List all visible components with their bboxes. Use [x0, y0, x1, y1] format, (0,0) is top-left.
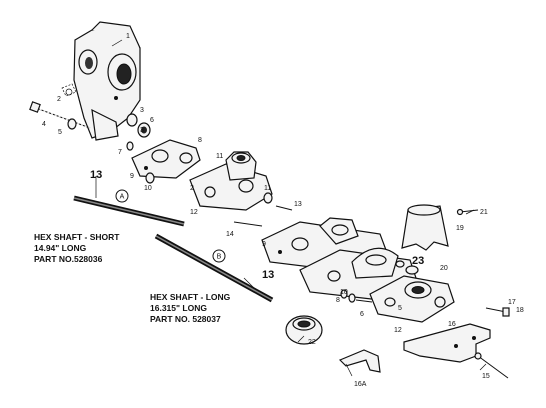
- svg-text:1: 1: [126, 33, 130, 40]
- svg-text:13: 13: [90, 169, 102, 181]
- bearing-10: [145, 172, 155, 184]
- long-shaft-caption: HEX SHAFT - LONG 16.315" LONG PART NO. 5…: [150, 292, 231, 324]
- svg-text:13: 13: [294, 201, 302, 208]
- svg-text:2: 2: [57, 96, 61, 103]
- svg-text:12: 12: [190, 209, 198, 216]
- bolt-4: [29, 101, 91, 129]
- svg-text:11: 11: [264, 185, 271, 192]
- svg-text:10: 10: [340, 289, 348, 296]
- bolt-15: [477, 355, 509, 379]
- hex-shaft-short: [73, 195, 185, 227]
- gear-case-end: [369, 275, 455, 323]
- svg-text:12: 12: [394, 327, 402, 334]
- pin-7: [126, 141, 134, 151]
- svg-text:HEX SHAFT - LONG: HEX SHAFT - LONG: [150, 292, 231, 302]
- shield-19: [401, 204, 449, 251]
- svg-text:14: 14: [226, 231, 234, 238]
- gear-case-segment-2: [189, 151, 273, 211]
- svg-text:6: 6: [150, 117, 154, 124]
- bolt-13c: [275, 205, 293, 211]
- svg-text:HEX SHAFT - SHORT: HEX SHAFT - SHORT: [34, 232, 120, 242]
- svg-text:13: 13: [262, 269, 274, 281]
- svg-text:17: 17: [508, 299, 516, 306]
- svg-text:20: 20: [440, 265, 448, 272]
- svg-text:6: 6: [360, 311, 364, 318]
- svg-text:2: 2: [190, 185, 194, 192]
- washer-8b: [340, 289, 348, 299]
- svg-text:21: 21: [480, 209, 488, 216]
- svg-text:5: 5: [58, 129, 62, 136]
- svg-text:15: 15: [482, 373, 490, 380]
- washer-5: [67, 118, 77, 130]
- seal-3: [126, 113, 138, 127]
- bolt-17: [485, 307, 510, 317]
- washer-10b: [348, 293, 356, 303]
- short-shaft-caption: HEX SHAFT - SHORT 14.94" LONG PART NO.52…: [34, 232, 120, 264]
- marker-b: B: [212, 249, 226, 263]
- svg-text:10: 10: [144, 185, 152, 192]
- mounting-bracket: [403, 323, 491, 363]
- gearbox-housing: [73, 21, 141, 141]
- bearing-20: [405, 265, 419, 275]
- washer-11b: [263, 192, 273, 204]
- leader-lines: [95, 39, 487, 377]
- svg-text:14.94" LONG: 14.94" LONG: [34, 243, 87, 253]
- svg-text:3: 3: [140, 127, 144, 134]
- gear-case-segment-1: [131, 139, 201, 179]
- svg-text:18: 18: [516, 307, 524, 314]
- svg-text:PART NO. 528037: PART NO. 528037: [150, 314, 221, 324]
- svg-text:9: 9: [130, 173, 134, 180]
- svg-text:8: 8: [336, 297, 340, 304]
- svg-text:22: 22: [308, 339, 316, 346]
- svg-text:4: 4: [42, 121, 46, 128]
- svg-text:PART NO.528036: PART NO.528036: [34, 254, 103, 264]
- bracket-16a: [338, 349, 381, 373]
- svg-text:16: 16: [448, 321, 456, 328]
- bearing-23: [395, 260, 405, 268]
- svg-text:11: 11: [216, 153, 223, 160]
- svg-text:9: 9: [262, 241, 266, 248]
- hex-shaft-long: [154, 233, 274, 303]
- svg-text:3: 3: [140, 107, 144, 114]
- svg-text:23: 23: [412, 255, 424, 267]
- svg-text:7: 7: [118, 149, 122, 156]
- svg-text:16A: 16A: [354, 381, 367, 388]
- fitting-2: [61, 83, 77, 97]
- svg-text:16.315" LONG: 16.315" LONG: [150, 303, 207, 313]
- marker-a: A: [115, 189, 129, 203]
- pin-14: [233, 221, 263, 227]
- svg-text:19: 19: [456, 225, 464, 232]
- svg-text:B: B: [217, 254, 222, 261]
- svg-text:8: 8: [198, 137, 202, 144]
- callout-numbers: 1 2 3 4 5 6 7 8 9 10 11 12 13 13 14 15 1…: [42, 33, 524, 388]
- bushing-22: [285, 315, 323, 345]
- svg-text:A: A: [120, 194, 125, 201]
- svg-text:5: 5: [398, 305, 402, 312]
